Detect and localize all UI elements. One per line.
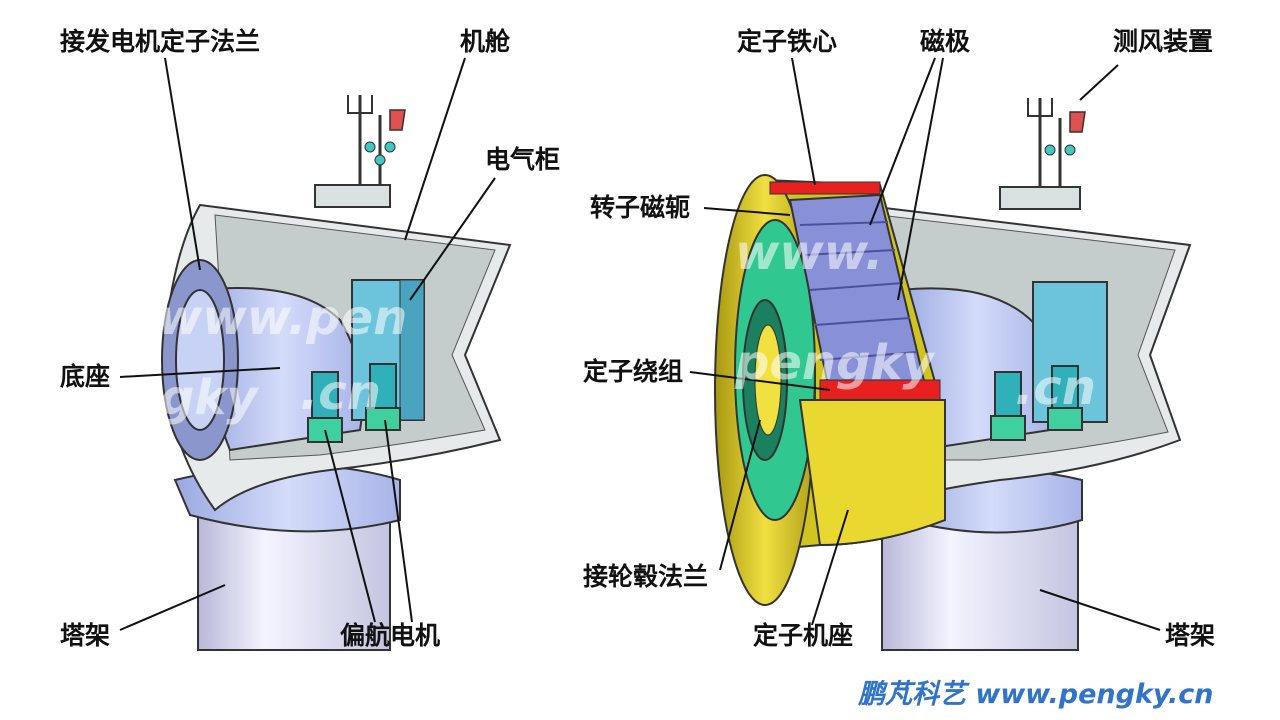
label-tower-right: 塔架 [1165, 621, 1216, 650]
label-tower-left: 塔架 [60, 621, 111, 650]
label-stator-winding: 定子绕组 [583, 357, 684, 386]
leader-lines [119, 57, 1161, 631]
left-stator-flange [161, 259, 239, 461]
label-hub-flange: 接轮毂法兰 [583, 562, 709, 591]
stator-core [769, 181, 881, 195]
label-stator-frame: 定子机座 [753, 621, 854, 650]
footer-credit: 鹏芃科艺 www.pengky.cn [858, 679, 1214, 710]
left-electrical-cabinet [351, 279, 425, 421]
watermark: www.pen [158, 290, 408, 346]
watermark: .cn [1015, 360, 1096, 416]
left-yaw-motors [307, 363, 401, 443]
watermark: gky [160, 370, 258, 426]
label-wind-sensor: 测风装置 [1113, 27, 1214, 56]
watermark: www. [735, 225, 884, 281]
label-yaw-motor: 偏航电机 [340, 621, 441, 650]
left-wind-sensor [347, 95, 406, 185]
label-stator-core: 定子铁心 [737, 27, 838, 56]
watermark: .cn [300, 365, 381, 421]
watermark: pengky [735, 335, 934, 391]
label-electrical-cabinet: 电气柜 [485, 145, 561, 174]
right-tower [881, 514, 1079, 651]
label-nacelle: 机舱 [460, 27, 511, 56]
label-base: 底座 [60, 362, 111, 391]
right-wind-sensor [1027, 98, 1086, 187]
label-rotor-yoke: 转子磁轭 [590, 193, 691, 222]
label-magnetic-pole: 磁极 [920, 27, 971, 56]
label-stator-flange: 接发电机定子法兰 [60, 27, 261, 56]
left-tower [197, 514, 391, 651]
